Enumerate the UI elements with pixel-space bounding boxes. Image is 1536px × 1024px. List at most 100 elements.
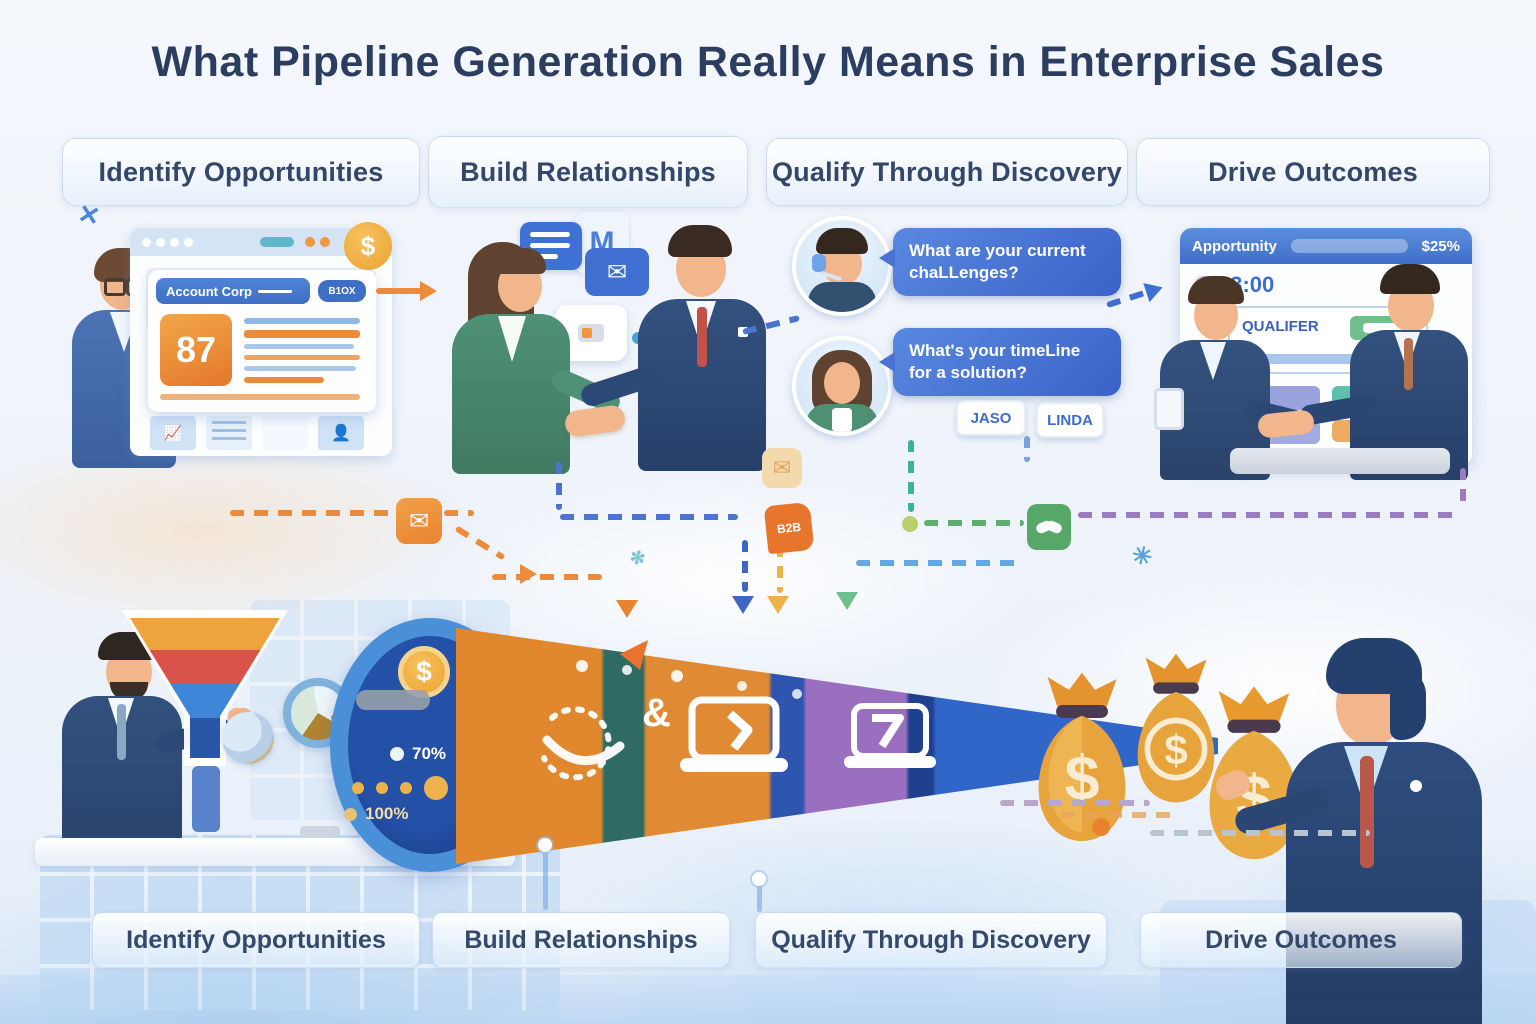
navy-suit (1286, 742, 1482, 1024)
thumb-chart-icon: 📈 (150, 416, 196, 450)
arrow-down-orange-icon (616, 600, 638, 618)
toolbar-dot (156, 237, 165, 247)
thumb-person-icon: 👤 (318, 416, 364, 450)
button-inner-pill (1363, 323, 1403, 333)
toolbar-dot-orange (305, 237, 315, 247)
question-text: What's your timeLine for a solution? (909, 341, 1081, 383)
dashed-blue-route (742, 540, 748, 592)
account-name: Account Corp (166, 283, 252, 299)
thumb-card-icon (262, 416, 308, 450)
footer-label: Identify Opportunities (126, 925, 386, 954)
detail-line (244, 355, 360, 360)
dark-hair (668, 225, 732, 257)
stem-line (543, 848, 548, 910)
cone-stat-bottom: 100% (344, 804, 408, 824)
dashed-orange-route (230, 510, 394, 516)
name-tag-jaso: JASO (956, 400, 1026, 436)
discovery-question-1: What are your current chaLLenges? (893, 228, 1121, 297)
beard (110, 682, 148, 700)
decor-x-mark: ✕ (75, 198, 103, 232)
cone-stat-top: 70% (390, 744, 446, 764)
dashed-orange-route (492, 574, 602, 580)
toolbar-dot (170, 237, 179, 247)
money-bag: $ (1209, 686, 1299, 860)
detail-line (244, 377, 324, 383)
dashed-green-route (924, 520, 1024, 526)
stem-dot (752, 872, 766, 886)
name-tag-linda: LINDA (1036, 402, 1104, 438)
arrow-down-green-icon (836, 592, 858, 610)
detail-line (244, 318, 360, 324)
camera-lens (582, 328, 592, 338)
footer-card-outcomes: Drive Outcomes (1140, 912, 1462, 968)
score-tile: 87 (160, 314, 232, 386)
connector-orange-line (376, 288, 422, 294)
dashed-orange-route (444, 510, 474, 516)
toolbar-pill (260, 237, 294, 247)
phone-in-hand (1154, 388, 1184, 430)
doc-label: B2B (776, 519, 802, 537)
name-text: LINDA (1047, 411, 1093, 429)
arrow-right-icon (520, 564, 537, 584)
dashed-lightblue-route (856, 560, 1022, 566)
face (824, 362, 860, 404)
footer-card-qualify: Qualify Through Discovery (755, 912, 1107, 968)
suit-shoulders (808, 282, 876, 312)
dotted-trail-multicolor (1000, 800, 1150, 806)
arrow-down-blue-icon (732, 596, 754, 614)
header-card-identify: Identify Opportunities (62, 138, 420, 206)
toolbar-dot-orange (320, 237, 330, 247)
hair-fringe (492, 248, 546, 274)
funnel-presenter (52, 630, 272, 860)
hand-shape (1044, 519, 1064, 535)
gold-dot-large (424, 776, 448, 800)
dashed-purple-route (1460, 468, 1466, 508)
qualifier-label: QUALIFER (1242, 318, 1319, 335)
navy-hair-side (1390, 670, 1426, 740)
badge-text: B1OX (328, 285, 356, 297)
bubble-line (530, 254, 558, 259)
cone-body: & (456, 628, 1218, 864)
dotted-trail-multicolor (1060, 812, 1180, 818)
account-card-header: Account Corp (156, 278, 310, 304)
discovery-question-2: What's your timeLine for a solution? (893, 328, 1121, 397)
route-node-dot (902, 516, 918, 532)
dotted-trail-gray (1150, 830, 1370, 836)
toolbar-dot (184, 237, 193, 247)
bubble-line (530, 243, 570, 248)
score-value: 87 (175, 329, 217, 370)
detail-line (244, 330, 360, 338)
gold-dot (376, 782, 388, 794)
name-text: JASO (970, 409, 1012, 427)
detail-line (244, 366, 356, 371)
red-tie (1360, 756, 1374, 868)
dashed-gold-route (777, 545, 783, 593)
bubble-line (530, 232, 570, 237)
bubble-tail (879, 248, 895, 268)
outcomes-man (1212, 630, 1508, 1024)
trail-node-orange (1092, 818, 1110, 836)
header-label: Qualify Through Discovery (771, 156, 1123, 187)
dollar-glyph: $ (360, 230, 376, 261)
avatar-prospect (792, 336, 892, 436)
header-label: Build Relationships (460, 156, 716, 187)
detail-line (160, 394, 360, 400)
dashed-tag-link (1024, 436, 1030, 462)
tie (1404, 338, 1413, 390)
detail-line (244, 344, 354, 349)
saleswoman (440, 230, 624, 475)
send-mail-icon: ✉ (396, 498, 442, 544)
footer-label: Drive Outcomes (1205, 925, 1397, 954)
stat-dot (390, 747, 404, 761)
window-title: Apportunity (1192, 237, 1277, 255)
question-text: What are your current chaLLenges? (909, 241, 1086, 283)
tie (117, 704, 126, 760)
money-bag: $ (1137, 653, 1215, 803)
closer-right (1298, 258, 1478, 480)
bubble-tail (879, 352, 895, 372)
footer-label: Build Relationships (464, 925, 698, 954)
glasses-icon (104, 278, 126, 296)
footer-card-build: Build Relationships (432, 912, 730, 968)
header-label: Drive Outcomes (1208, 156, 1418, 187)
red-tie (697, 307, 707, 367)
